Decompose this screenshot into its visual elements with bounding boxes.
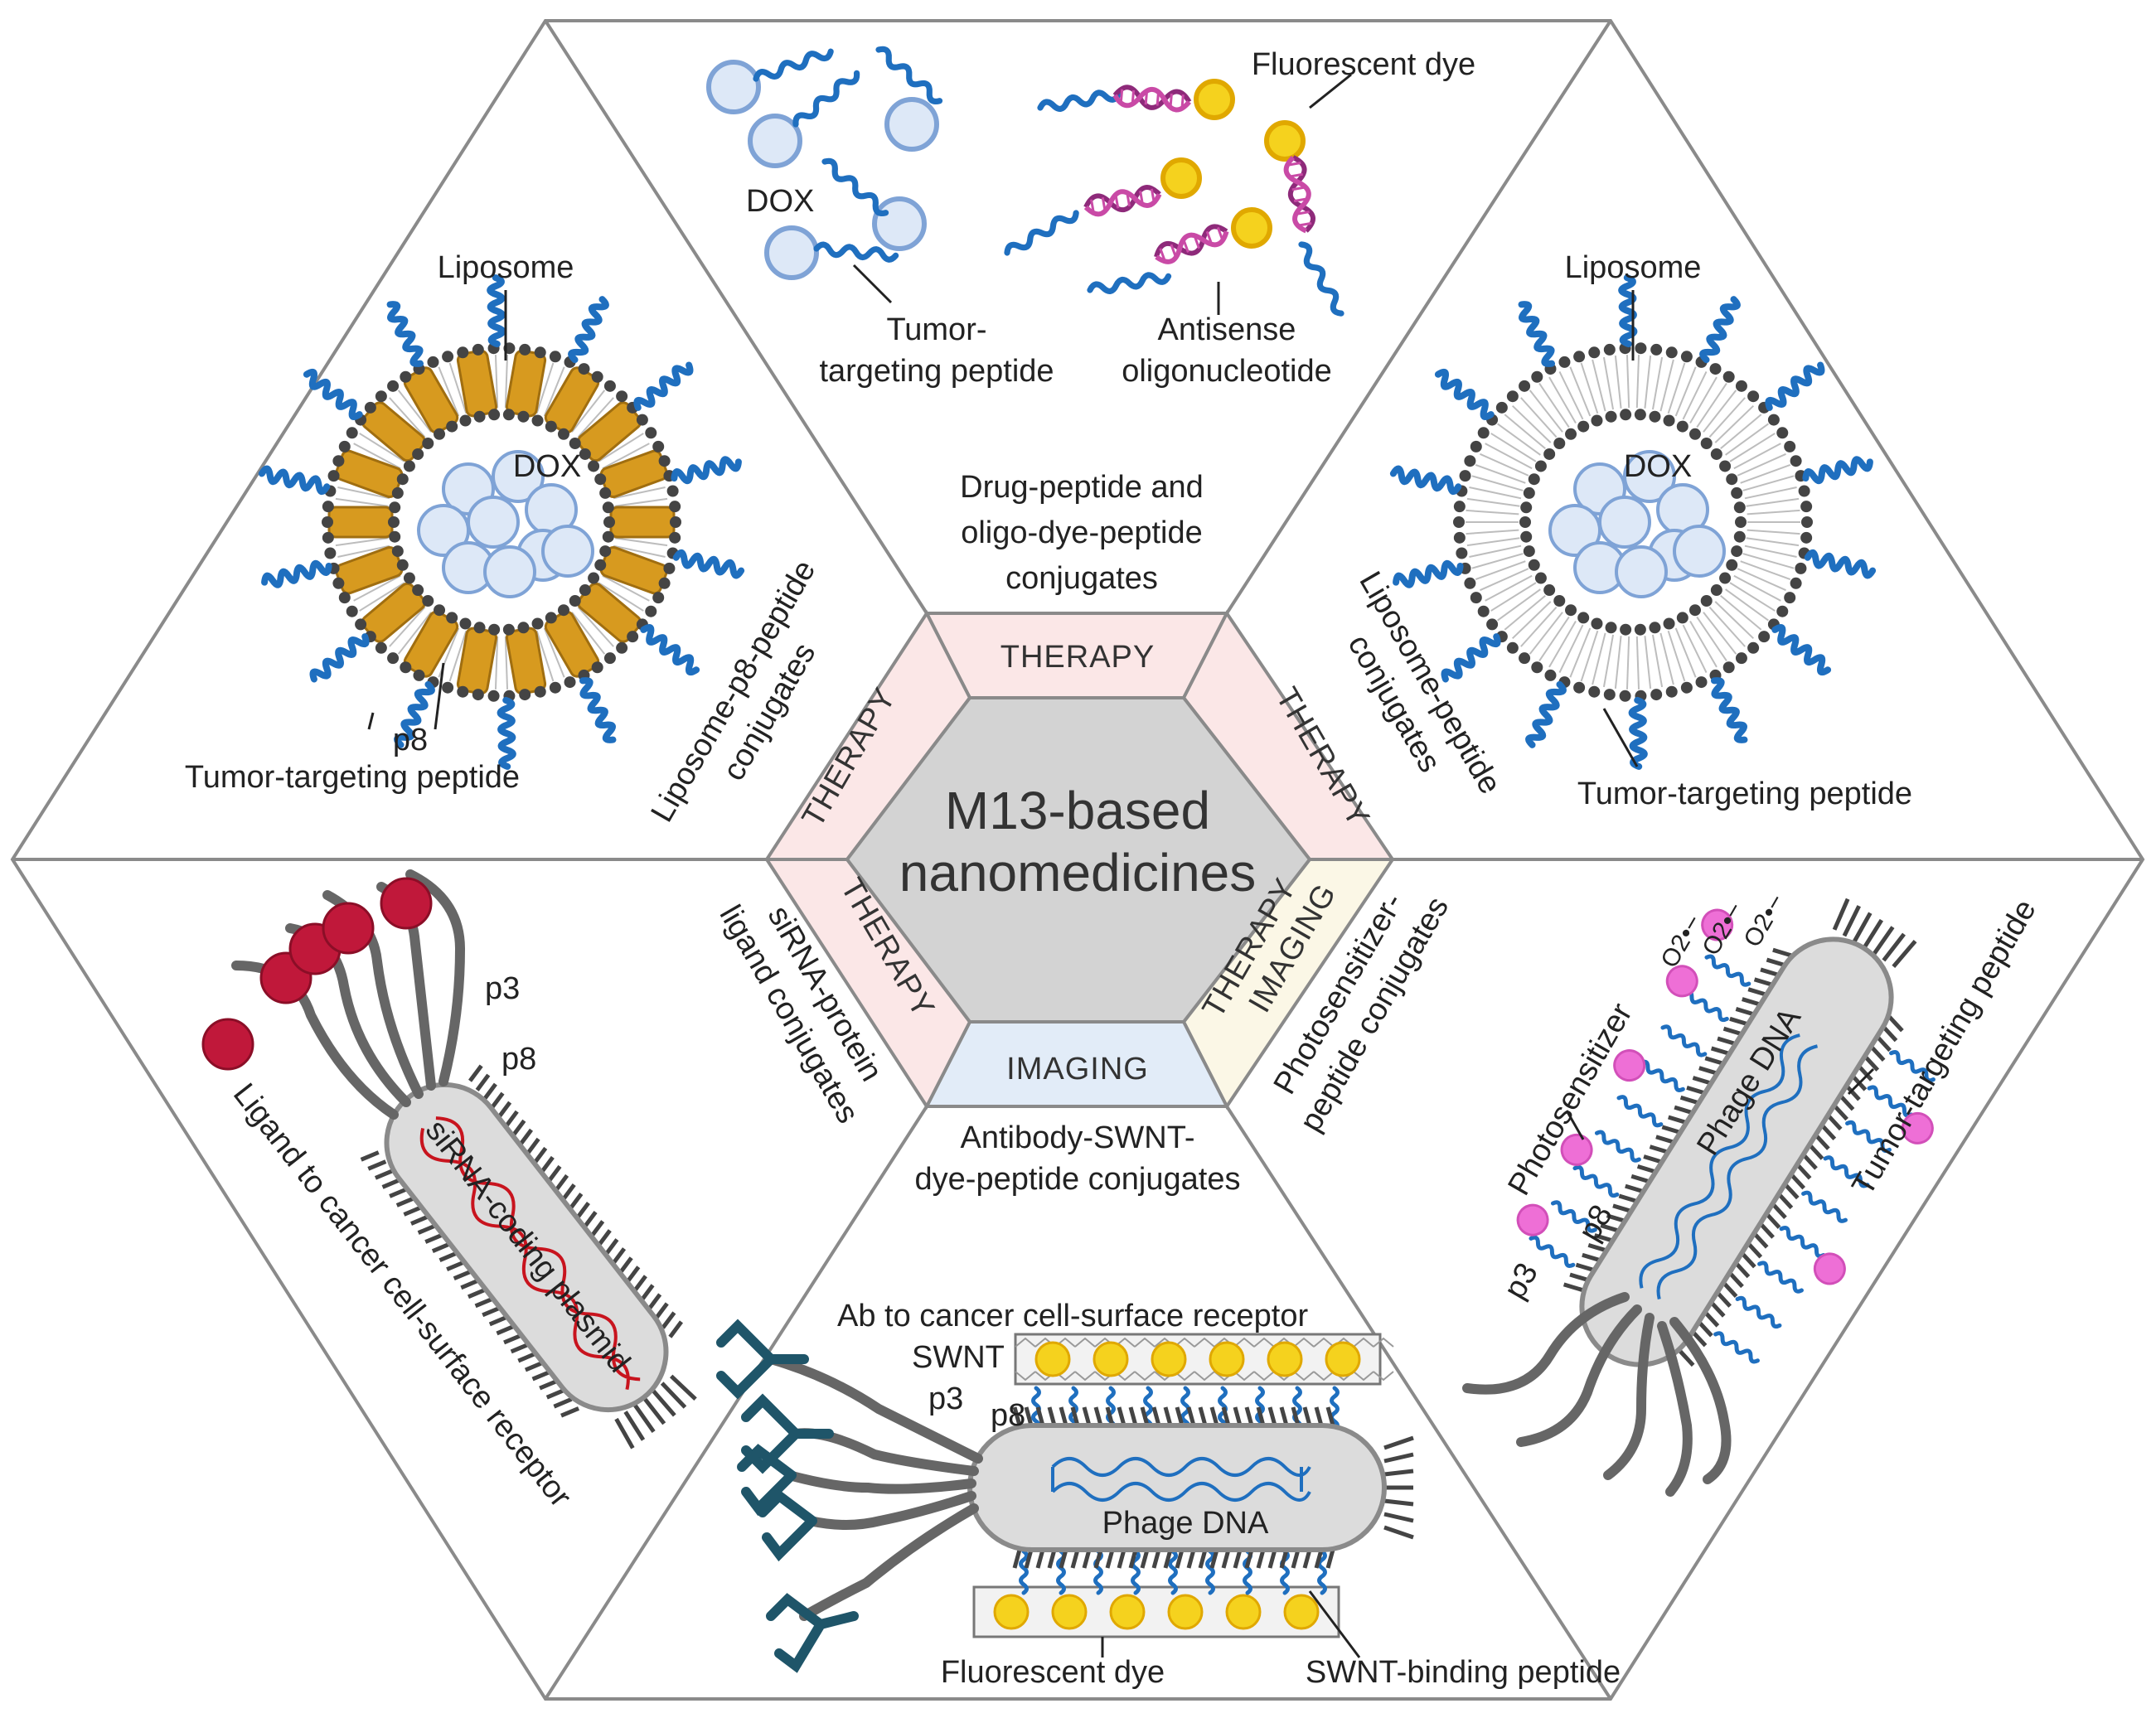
label-peptide-right: Tumor-targeting peptide [1577, 777, 1912, 811]
panel-bottom-right-illustration: Phage DNA p3 p8 Photosensitizer Tumor-ta… [1462, 889, 2043, 1497]
leader-dye-top [1309, 73, 1352, 109]
label-dye-top: Fluorescent dye [1252, 47, 1475, 82]
dox-peptide-conjugates [706, 46, 942, 280]
phage-bottom: Phage DNA [967, 1406, 1414, 1569]
label-ros-3: O2•− [1738, 889, 1790, 951]
swnt-top [1014, 1333, 1394, 1386]
label-liposome-left: Liposome [438, 250, 574, 285]
label-peptide-br: Tumor-targeting peptide [1845, 894, 2042, 1202]
label-p3-b: p3 [928, 1382, 963, 1416]
tag-imaging-bottom: IMAGING [1006, 1052, 1149, 1086]
label-dox-top: DOX [746, 184, 814, 219]
label-swnt: SWNT [912, 1340, 1005, 1375]
label-swnt-peptide: SWNT-binding peptide [1306, 1655, 1621, 1690]
svg-text:conjugates: conjugates [1005, 561, 1158, 596]
label-dye-bottom: Fluorescent dye [941, 1655, 1165, 1690]
panel-bottom-left-illustration: siRNA-coding plasmid p3 p8 Ligand to can… [201, 869, 697, 1514]
svg-text:dye-peptide conjugates: dye-peptide conjugates [915, 1162, 1241, 1197]
center-hexagon [845, 696, 1312, 1024]
caption-bottom: Antibody-SWNT- dye-peptide conjugates [915, 1120, 1241, 1197]
label-p8-bl: p8 [501, 1042, 536, 1077]
label-ab: Ab to cancer cell-surface receptor [837, 1299, 1308, 1333]
svg-text:oligo-dye-peptide: oligo-dye-peptide [961, 515, 1203, 550]
liposome-left [258, 274, 745, 770]
label-antisense-2: oligonucleotide [1122, 354, 1332, 389]
svg-text:Antibody-SWNT-: Antibody-SWNT- [961, 1120, 1195, 1155]
label-antisense-1: Antisense [1158, 312, 1296, 347]
liposome-right [1389, 274, 1877, 770]
panel-top-right-illustration: Liposome DOX Tumor-targeting peptide [1389, 250, 1912, 811]
label-p3-br: p3 [1497, 1257, 1545, 1305]
label-dna-bottom: Phage DNA [1102, 1506, 1269, 1541]
caption-top: Drug-peptide and oligo-dye-peptide conju… [960, 470, 1204, 596]
label-dox-right: DOX [1624, 449, 1692, 484]
panel-top-illustration: DOX Tumor- targeting peptide Fluorescent… [706, 46, 1475, 389]
phage-bottom-right: Phage DNA [1516, 898, 1936, 1367]
label-peptide-top-2: targeting peptide [819, 354, 1054, 389]
oligo-dye-peptide-conjugates [1005, 79, 1345, 316]
panel-bottom-illustration: Ab to cancer cell-surface receptor SWNT … [716, 1299, 1621, 1690]
swnt-bottom [972, 1585, 1340, 1638]
outer-hexagon [10, 19, 2145, 1701]
ligand-fibers [201, 869, 466, 1120]
label-p3-bl: p3 [485, 971, 520, 1006]
ring-segments [763, 610, 1396, 1110]
label-p8-b: p8 [991, 1398, 1025, 1433]
svg-text:Drug-peptide and: Drug-peptide and [960, 470, 1204, 505]
label-p8-left: p8 [393, 723, 428, 757]
center-title-line1: M13-based [945, 781, 1210, 840]
label-peptide-left: Tumor-targeting peptide [185, 760, 520, 795]
tag-therapy-top: THERAPY [1000, 640, 1155, 675]
panel-top-left-illustration: Liposome DOX p8 Tumor-targeting peptide [185, 250, 745, 795]
leader-peptide-top [852, 264, 893, 304]
phage-bottom-left: siRNA-coding plasmid [360, 1064, 697, 1449]
label-peptide-top-1: Tumor- [886, 312, 986, 347]
antibodies [716, 1319, 859, 1673]
center-title-line2: nanomedicines [899, 843, 1257, 903]
photosensitizer-fibers [1462, 1292, 1732, 1497]
label-liposome-right: Liposome [1565, 250, 1702, 285]
label-dox-left: DOX [513, 449, 581, 484]
